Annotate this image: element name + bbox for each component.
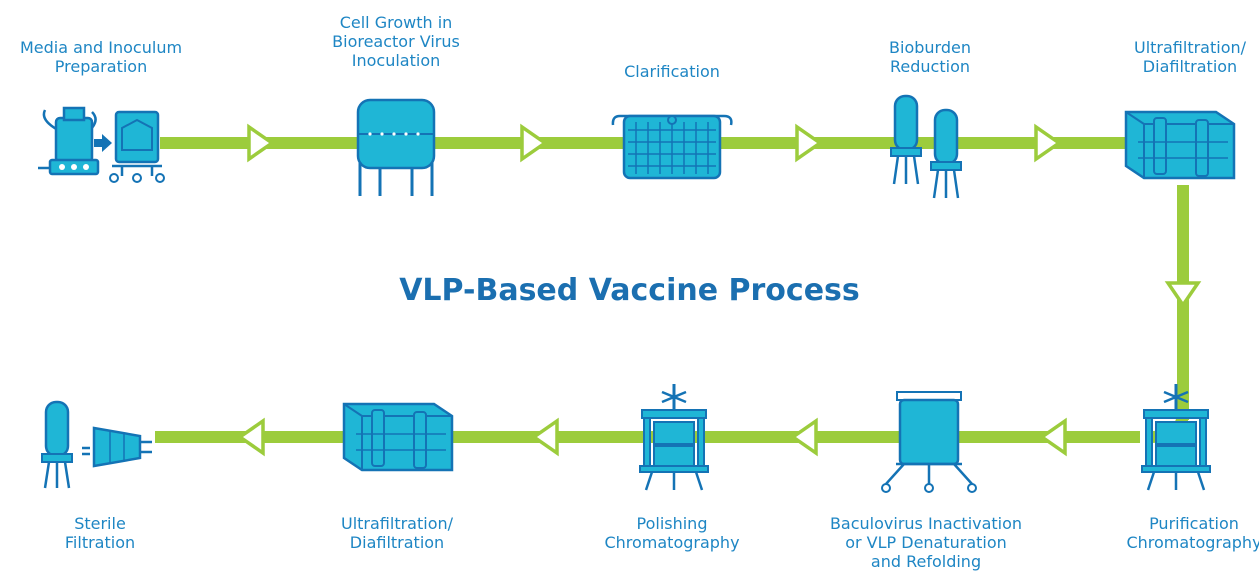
vessel-icon	[881, 391, 977, 493]
step-label-inactivation: Baculovirus Inactivation or VLP Denatura…	[829, 514, 1023, 571]
flow-arrow-6	[1038, 417, 1067, 457]
sterile-filter-icon	[41, 400, 152, 489]
flow-arrow-9	[236, 417, 265, 457]
step-label-media-inoculum: Media and Inoculum Preparation	[19, 38, 183, 76]
flow-arrow-7	[789, 417, 818, 457]
flow-arrow-5	[1164, 281, 1202, 309]
step-label-ufdf-top: Ultrafiltration/ Diafiltration	[1133, 38, 1247, 76]
clarification-filter-icon	[611, 114, 733, 180]
flow-arrow-8	[530, 417, 559, 457]
chromatography-column-icon	[638, 382, 710, 492]
step-label-clarification: Clarification	[624, 62, 720, 81]
flow-arrow-4	[1034, 123, 1063, 163]
bioreactor-icon	[356, 98, 436, 196]
tff-cassette-icon	[1124, 110, 1236, 180]
step-label-bioreactor: Cell Growth in Bioreactor Virus Inoculat…	[332, 13, 460, 70]
flow-arrow-1	[247, 123, 276, 163]
bioburden-filter-icon	[890, 94, 962, 199]
step-label-bioburden: Bioburden Reduction	[889, 38, 971, 76]
step-label-purification: Purification Chromatography	[1126, 514, 1259, 552]
media-inoculum-icon	[38, 106, 165, 183]
flow-arrow-3	[795, 123, 824, 163]
diagram-title: VLP-Based Vaccine Process	[399, 273, 860, 308]
chromatography-column-icon	[1140, 382, 1212, 492]
tff-cassette-icon	[342, 402, 454, 472]
step-label-sterile: Sterile Filtration	[64, 514, 136, 552]
step-label-ufdf-bottom: Ultrafiltration/ Diafiltration	[340, 514, 454, 552]
flow-arrow-2	[520, 123, 549, 163]
step-label-polishing: Polishing Chromatography	[604, 514, 740, 552]
